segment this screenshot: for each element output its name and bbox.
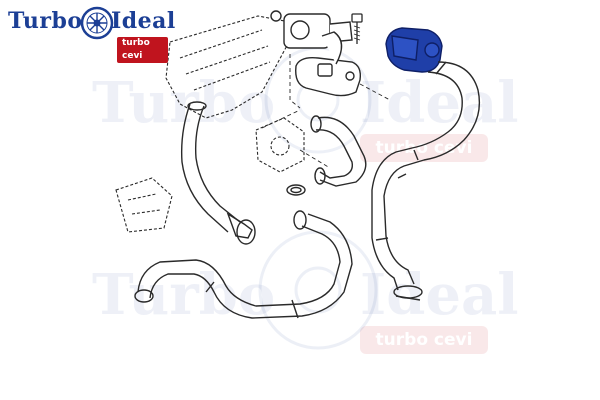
logo-word-left: Turbo bbox=[8, 8, 83, 34]
bottom-radiator-hose bbox=[134, 210, 353, 319]
engine-block-outline bbox=[165, 15, 291, 119]
gear-wheel-icon bbox=[80, 6, 114, 40]
small-ring-clamp bbox=[286, 184, 306, 196]
water-pump-sketch bbox=[255, 117, 305, 173]
mounting-bracket bbox=[115, 177, 173, 233]
watermark-bottom-word-right: Ideal bbox=[360, 262, 519, 328]
bolt-icon bbox=[351, 13, 363, 44]
middle-coolant-hose bbox=[310, 115, 367, 187]
highlighted-thermostat-elbow bbox=[385, 27, 443, 73]
logo-subtitle: turbo cevi bbox=[117, 37, 168, 63]
watermark-gear-bottom-icon bbox=[258, 230, 378, 350]
upper-radiator-hose bbox=[371, 61, 481, 291]
watermark-top-subtitle: turbo cevi bbox=[360, 134, 488, 162]
water-outlet-housing bbox=[295, 31, 362, 97]
watermark-bottom-subtitle: turbo cevi bbox=[360, 326, 488, 354]
watermark-top-word-right: Ideal bbox=[360, 70, 519, 136]
left-lower-hose bbox=[180, 101, 256, 245]
logo-word-right: Ideal bbox=[111, 8, 176, 34]
hose-clamp-right bbox=[393, 285, 423, 301]
brand-logo: Turbo Ideal turbo cevi bbox=[8, 2, 175, 63]
